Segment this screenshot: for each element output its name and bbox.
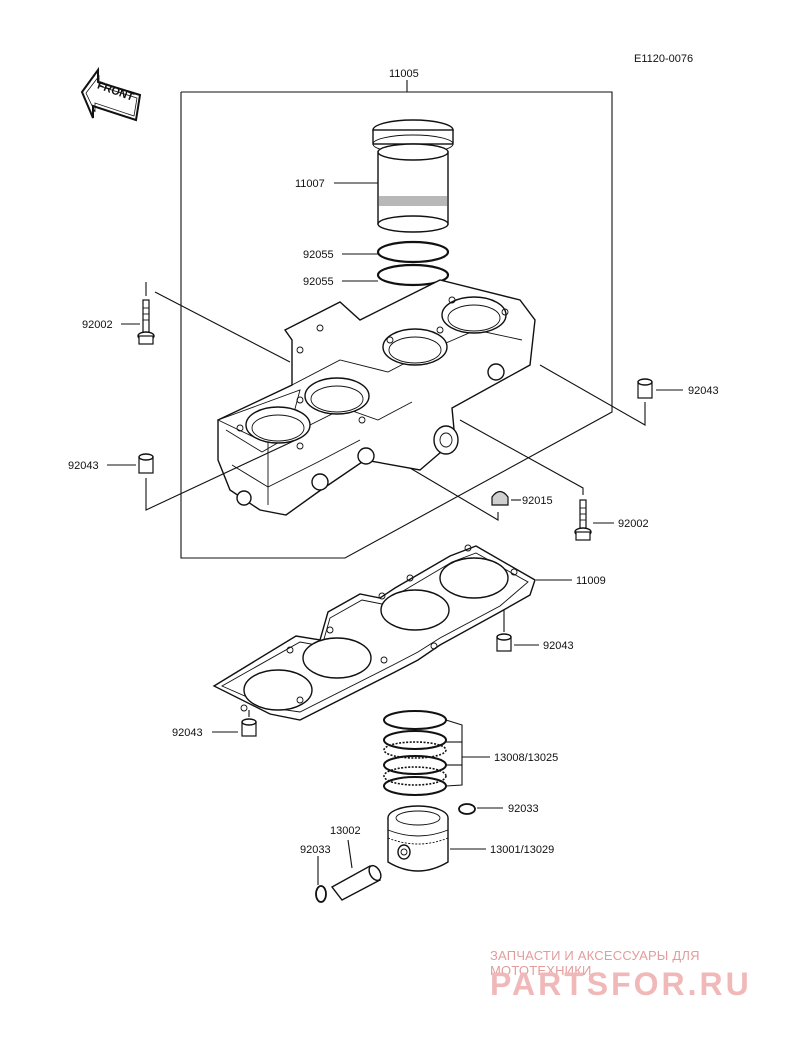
label-11005: 11005 [389,68,419,80]
label-92055-upper: 92055 [303,249,334,261]
bolt-92002-left [137,299,155,345]
cylinder-liner [372,119,454,233]
label-13002: 13002 [330,825,361,837]
label-11007: 11007 [295,178,325,190]
cylinder-base-gasket [212,544,536,721]
label-92002-right: 92002 [618,518,649,530]
label-92033-right: 92033 [508,803,539,815]
piston-ring-set [383,710,447,796]
cylinder-block [216,279,536,516]
cap-nut-92015 [491,490,509,506]
dowel-92043-gasket-right [496,633,512,652]
dowel-92043-gasket-left [241,718,257,737]
doc-code: E1120-0076 [634,53,693,65]
label-13008-13025: 13008/13025 [494,752,558,764]
circlip-92033-left [315,885,327,903]
circlip-92033-right [458,803,476,815]
label-11009: 11009 [576,575,606,587]
dowel-92043-left [138,453,154,474]
cylinder-assembly-bracket [180,80,613,559]
piston-pin [330,864,382,901]
label-92043-gasket-right: 92043 [543,640,574,652]
watermark-logo: PARTSFOR.RU [490,966,752,1002]
piston [387,805,449,872]
bolt-92002-right [574,499,592,541]
label-92043-left: 92043 [68,460,99,472]
label-92043-gasket-left: 92043 [172,727,203,739]
o-ring-upper [376,240,450,264]
front-arrow-icon: FRONT [80,66,142,122]
dowel-92043-right [637,378,653,399]
label-92043-right: 92043 [688,385,719,397]
watermark-tagline: ЗАПЧАСТИ И АКСЕССУАРЫ ДЛЯ МОТОТЕХНИКИ [490,948,700,978]
label-92033-left: 92033 [300,844,331,856]
label-13001-13029: 13001/13029 [490,844,554,856]
label-92015: 92015 [522,495,553,507]
label-92055-lower: 92055 [303,276,334,288]
label-92002-left: 92002 [82,319,113,331]
o-ring-lower [376,263,450,287]
